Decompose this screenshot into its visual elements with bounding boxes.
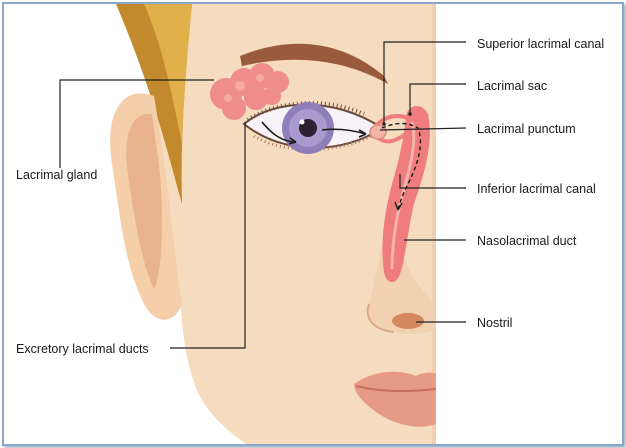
label-lacrimal-sac: Lacrimal sac [477, 79, 548, 93]
lips [354, 371, 436, 427]
face-illustration [59, 4, 467, 444]
tear-drain-path [381, 122, 422, 211]
label-nasolacrimal-duct: Nasolacrimal duct [477, 234, 577, 248]
label-lacrimal-punctum: Lacrimal punctum [477, 122, 576, 136]
tear-flow-arrow-left [261, 121, 297, 143]
label-superior-lacrimal-canal: Superior lacrimal canal [477, 37, 605, 51]
label-excretory-lacrimal-ducts: Excretory lacrimal ducts [16, 342, 149, 356]
label-inferior-lacrimal-canal: Inferior lacrimal canal [477, 182, 596, 196]
tear-flow-arrow-right [321, 128, 367, 135]
nose [368, 174, 436, 334]
lacrimal-punctum-shape [369, 124, 387, 140]
label-nostril: Nostril [477, 316, 513, 330]
nostril-shape [392, 313, 424, 329]
eyebrow [240, 43, 388, 84]
label-lacrimal-gland: Lacrimal gland [16, 168, 98, 182]
leader-lines [59, 41, 467, 349]
